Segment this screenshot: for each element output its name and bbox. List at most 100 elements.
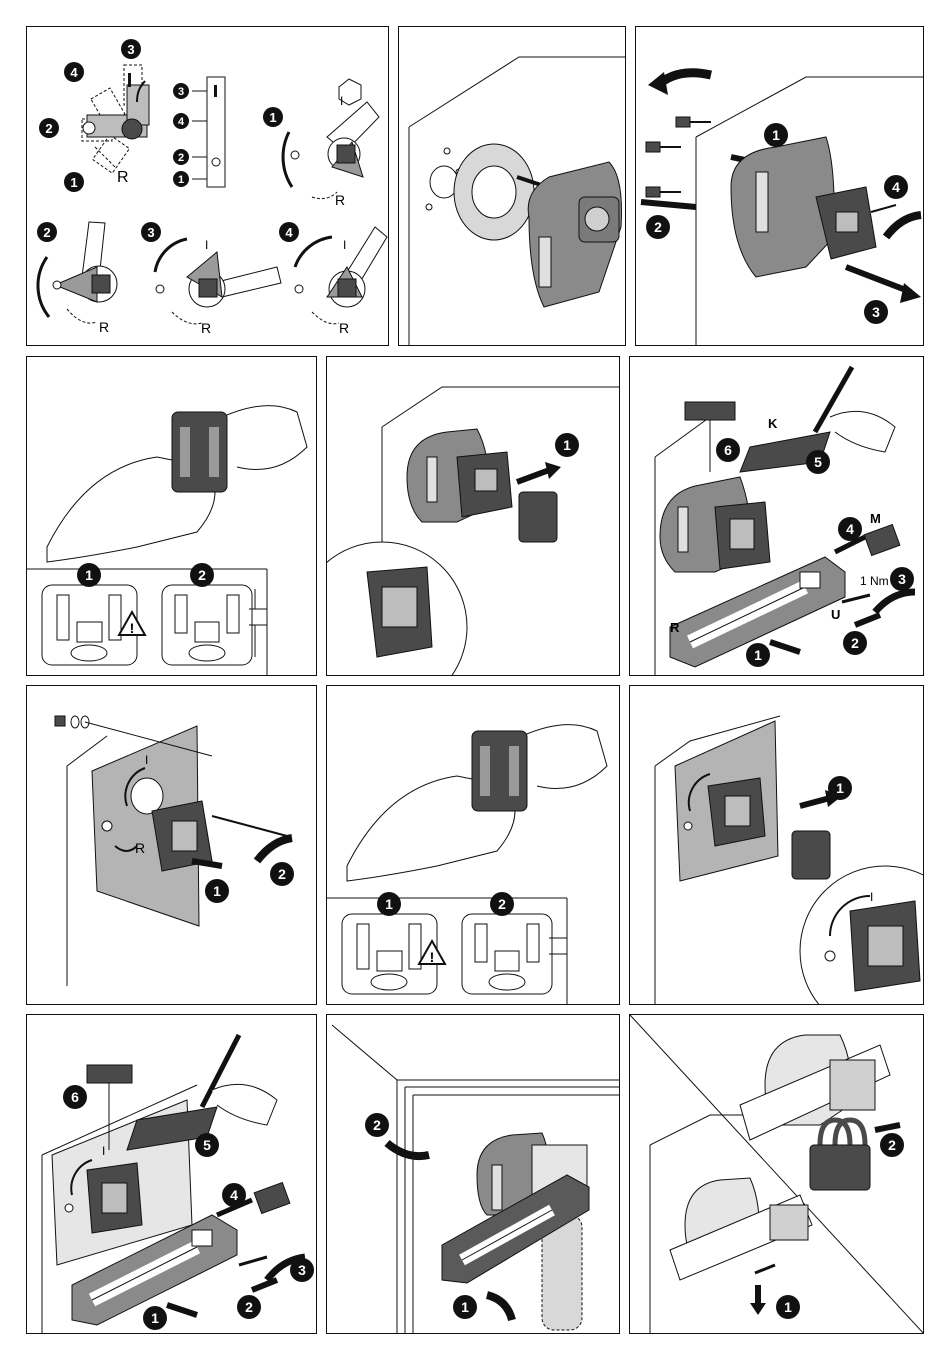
- step-panel-fix-housing: 1 2 4 3: [635, 26, 924, 346]
- svg-text:!: !: [130, 620, 135, 636]
- step-panel-insert-latch: 1: [326, 356, 620, 676]
- handle-1-marker: 1: [754, 647, 762, 663]
- screw-2-marker: 2: [851, 635, 859, 651]
- latch-diagram-1: 1: [342, 892, 437, 994]
- label-5-marker: 5: [203, 1137, 211, 1153]
- padlock-icon: [810, 1120, 870, 1190]
- cover-part-m: [864, 525, 900, 556]
- step-1-marker: 1: [772, 127, 780, 143]
- step-panel-break-latch: 1 ! 2: [26, 356, 317, 676]
- attach-handle-illustration: 6 K 5 M 4 R U 1 Nm 3 2 1: [630, 357, 924, 676]
- step-panel-attach-handle: 6 K 5 M 4 R U 1 Nm 3 2 1: [629, 356, 924, 676]
- wrench-position-1: 1 I R: [263, 79, 379, 208]
- wrench-position-3: 3 I R: [141, 222, 281, 336]
- latch-2-marker: 2: [498, 896, 506, 912]
- label-6-marker: 6: [724, 442, 732, 458]
- part-letter-u: U: [831, 607, 840, 622]
- step-4-marker: 4: [892, 179, 900, 195]
- padlock-2-marker: 2: [888, 1137, 896, 1153]
- cover-part: [254, 1183, 290, 1214]
- fix-housing-illustration: 1 2 4 3: [636, 27, 924, 346]
- wrench-2-marker: 2: [43, 225, 50, 240]
- rail-marker-1: 1: [178, 174, 184, 186]
- step-panel-close-door: 2 1: [326, 1014, 620, 1334]
- latch-diagram-2: 2: [462, 892, 567, 994]
- remove-housing-illustration: [399, 27, 626, 346]
- rail-marker-4: 4: [178, 116, 185, 128]
- screw-3-marker: 3: [298, 1262, 306, 1278]
- marker-3-label: 3: [127, 42, 134, 57]
- wrench-3-on-letter: I: [205, 238, 208, 252]
- wrench-4-reset-letter: R: [339, 320, 349, 336]
- close-door-illustration: 2 1: [327, 1015, 620, 1334]
- break-latch-repeat-illustration: 1 ! 2: [327, 686, 620, 1005]
- marker-2-badge: 2: [39, 118, 59, 138]
- position-rail-diagram: 3 4 2 1: [173, 77, 225, 187]
- plate-reset-letter: R: [135, 840, 145, 856]
- latch-diagram-1: 1: [42, 563, 137, 665]
- label-6-marker: 6: [71, 1089, 79, 1105]
- step-panel-mount-switch: I R 1 2: [26, 685, 317, 1005]
- reset-letter: R: [117, 169, 129, 186]
- mount-switch-illustration: I R 1 2: [27, 686, 317, 1005]
- screw-2-marker: 2: [245, 1299, 253, 1315]
- insert-1-marker: 1: [563, 437, 571, 453]
- step-panel-attach-handle-repeat: 6 5 I 4 3 2 1: [26, 1014, 317, 1334]
- label-plate-blank: [87, 1065, 132, 1083]
- insert-plate-1-marker: 1: [836, 780, 844, 796]
- step-panel-insert-latch-plate: 1 I: [629, 685, 924, 1005]
- marker-4-label: 4: [70, 65, 78, 80]
- rotate-1-marker: 1: [461, 1299, 469, 1315]
- latch-2-marker: 2: [198, 567, 206, 583]
- latch-1-marker: 1: [385, 896, 393, 912]
- step-panel-position-diagrams: R 3 4 2 1 3 4 2 1: [26, 26, 389, 346]
- wrench-1-marker: 1: [269, 110, 276, 125]
- handle-1-marker: 1: [151, 1310, 159, 1326]
- rail-marker-2: 2: [178, 152, 184, 164]
- svg-text:!: !: [430, 949, 435, 965]
- step-panel-break-latch-repeat: 1 ! 2: [326, 685, 620, 1005]
- mount-2-marker: 2: [278, 866, 286, 882]
- wrench-position-2: 2 R: [37, 222, 117, 335]
- latch-1-marker: 1: [85, 567, 93, 583]
- break-latch-illustration: 1 ! 2: [27, 357, 317, 676]
- torque-3-marker: 3: [898, 571, 906, 587]
- label-5-marker: 5: [814, 454, 822, 470]
- step-3-marker: 3: [872, 304, 880, 320]
- insert-latch-plate-illustration: 1 I: [630, 686, 924, 1005]
- torque-spec: 1 Nm: [860, 574, 889, 588]
- marker-1-label: 1: [70, 175, 77, 190]
- marker-3-badge: 3: [121, 39, 141, 59]
- marker-2-label: 2: [45, 121, 52, 136]
- step-panel-padlock: 2 1: [629, 1014, 924, 1334]
- step-panel-remove-housing: [398, 26, 626, 346]
- attach-handle-repeat-illustration: 6 5 I 4 3 2 1: [27, 1015, 317, 1334]
- wrench-2-reset-letter: R: [99, 319, 109, 335]
- wrench-4-on-letter: I: [343, 238, 346, 252]
- label-plate-blank: [685, 402, 735, 420]
- rail-marker-3: 3: [178, 86, 184, 98]
- insert-latch-illustration: 1: [327, 357, 620, 676]
- plate-on-letter: I: [145, 753, 148, 767]
- wrench-3-marker: 3: [147, 225, 154, 240]
- latch-diagram-2: 2: [162, 563, 267, 665]
- wrench-position-4: 4 I R: [279, 222, 387, 336]
- mount-1-marker: 1: [213, 883, 221, 899]
- wrench-1-reset-letter: R: [335, 192, 345, 208]
- marker-4-badge: 4: [64, 62, 84, 82]
- latch-part: [519, 492, 557, 542]
- position-diagrams-illustration: R 3 4 2 1 3 4 2 1: [27, 27, 389, 346]
- cover-4-marker: 4: [230, 1187, 238, 1203]
- part-letter-r: R: [670, 620, 680, 635]
- padlock-illustration: 2 1: [630, 1015, 924, 1334]
- marker-1-badge: 1: [64, 172, 84, 192]
- wrench-1-on-letter: I: [340, 94, 343, 108]
- step-2-marker: 2: [654, 219, 662, 235]
- cover-4-marker: 4: [846, 521, 854, 537]
- part-letter-m: M: [870, 511, 881, 526]
- handle-positions-diagram: R: [82, 65, 149, 186]
- screw-icon: [646, 117, 711, 197]
- plate-on-letter: I: [102, 1144, 105, 1158]
- part-letter-k: K: [768, 416, 778, 431]
- padlock-1-marker: 1: [784, 1299, 792, 1315]
